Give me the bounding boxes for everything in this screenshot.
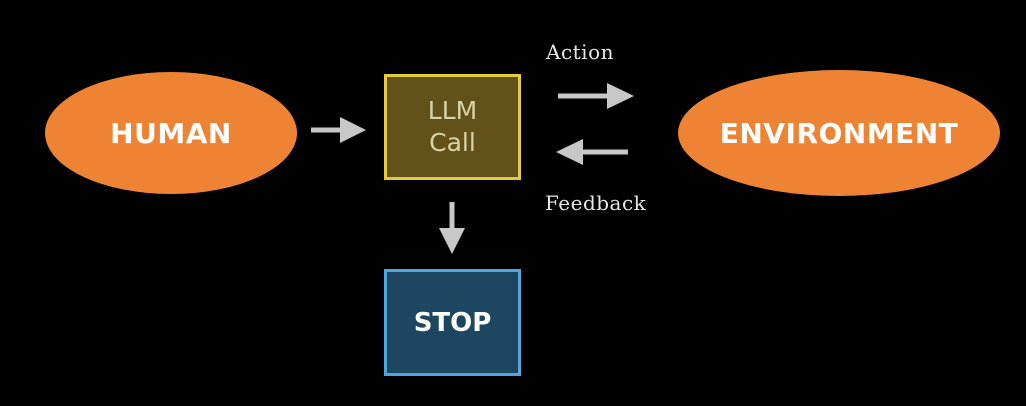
arrow-right-icon	[558, 83, 634, 109]
llm-label-line2: Call	[429, 128, 476, 157]
feedback-label: Feedback	[545, 191, 647, 215]
llm-call-node: LLM Call	[384, 74, 521, 180]
arrow-left-icon	[556, 139, 628, 165]
human-label: HUMAN	[110, 116, 232, 150]
environment-node: ENVIRONMENT	[678, 70, 1000, 196]
llm-label-line1: LLM	[427, 96, 478, 125]
arrow-right-icon	[311, 117, 366, 143]
stop-node: STOP	[384, 269, 521, 376]
arrow-down-icon	[439, 202, 465, 254]
stop-label: STOP	[413, 307, 492, 338]
environment-label: ENVIRONMENT	[719, 116, 959, 150]
human-node: HUMAN	[45, 72, 297, 194]
action-label: Action	[546, 40, 614, 64]
